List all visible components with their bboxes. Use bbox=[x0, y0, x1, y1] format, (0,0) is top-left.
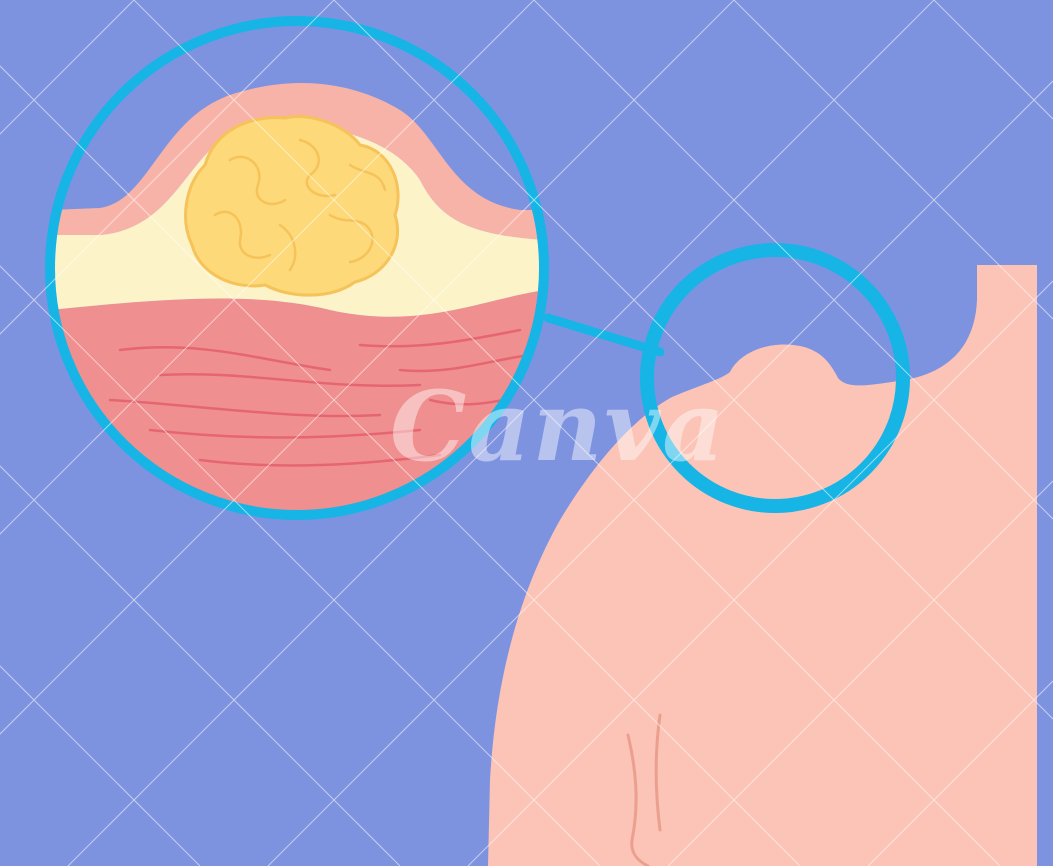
cross-section-view bbox=[50, 83, 545, 540]
connector-line bbox=[548, 318, 660, 352]
body-silhouette bbox=[488, 265, 1037, 866]
